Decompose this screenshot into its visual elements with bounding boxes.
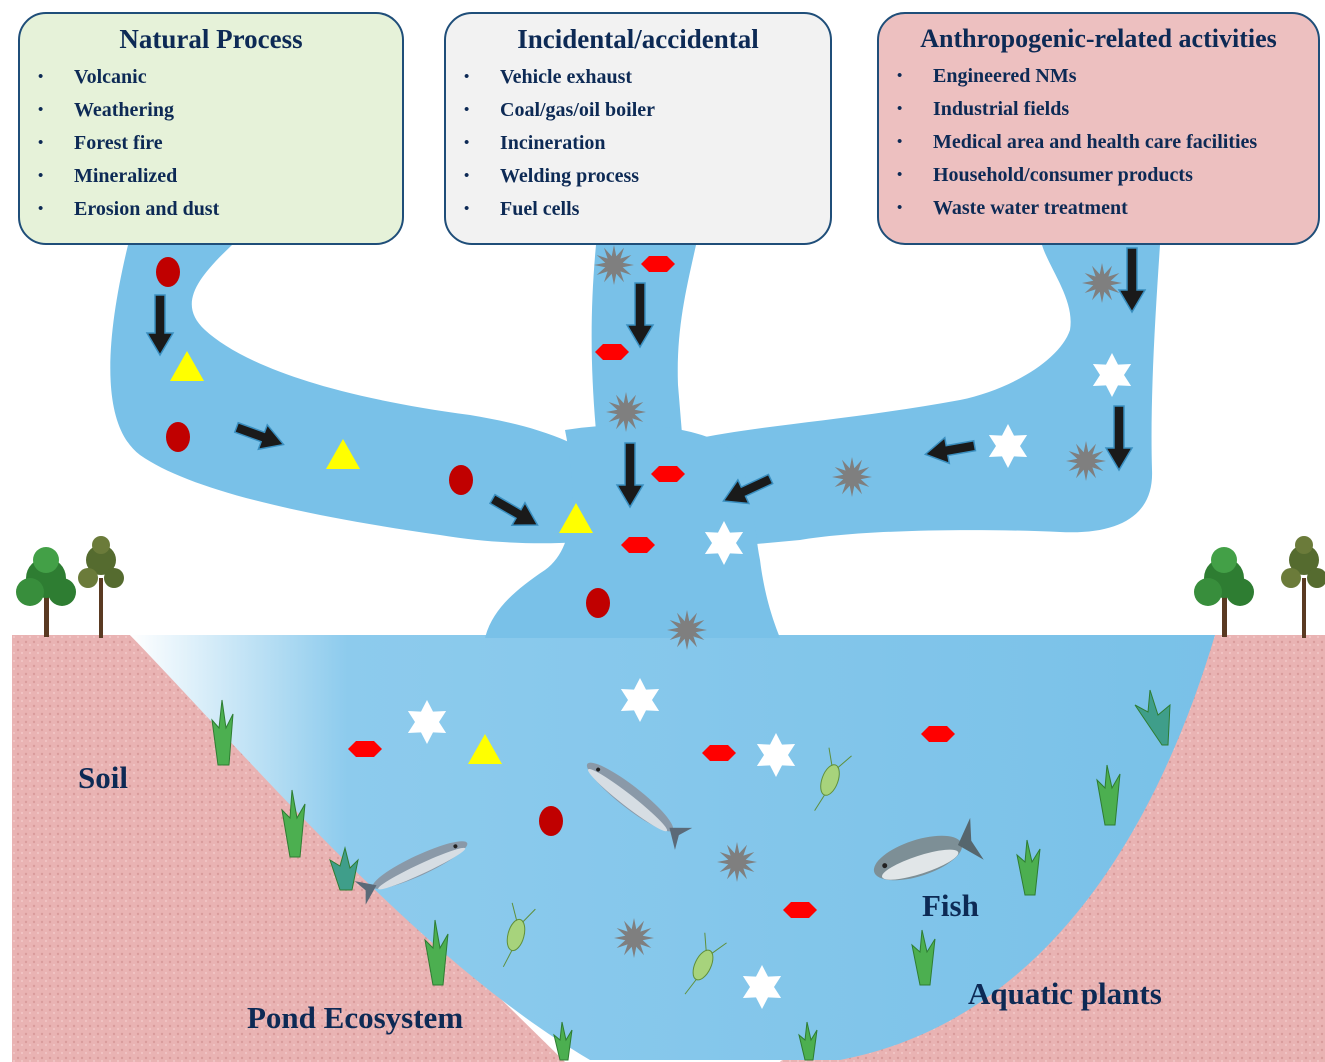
anthropogenic-activities-box: Anthropogenic-related activities Enginee…: [877, 12, 1320, 245]
red-circle-particle: [586, 588, 610, 618]
pond-ecosystem-label: Pond Ecosystem: [247, 1000, 463, 1036]
natural-process-box: Natural Process Volcanic Weathering Fore…: [18, 12, 404, 245]
soil-label: Soil: [78, 760, 128, 796]
red-circle-particle: [156, 257, 180, 287]
natural-process-item: Volcanic: [36, 61, 386, 94]
anthropogenic-activities-item: Industrial fields: [895, 93, 1302, 126]
natural-process-list: Volcanic Weathering Forest fire Minerali…: [36, 61, 386, 226]
natural-process-item: Weathering: [36, 94, 386, 127]
stream-natural: [110, 245, 612, 543]
anthropogenic-activities-item: Waste water treatment: [895, 192, 1302, 225]
red-circle-particle: [166, 422, 190, 452]
tree-group-left: [16, 536, 124, 638]
incidental-accidental-item: Incineration: [462, 127, 814, 160]
natural-process-item: Forest fire: [36, 127, 386, 160]
anthropogenic-activities-title: Anthropogenic-related activities: [895, 24, 1302, 54]
incidental-accidental-item: Welding process: [462, 160, 814, 193]
fish-label: Fish: [922, 888, 979, 924]
incidental-accidental-title: Incidental/accidental: [462, 24, 814, 55]
natural-process-item: Mineralized: [36, 160, 386, 193]
red-circle-particle: [539, 806, 563, 836]
incidental-accidental-item: Vehicle exhaust: [462, 61, 814, 94]
incidental-accidental-item: Coal/gas/oil boiler: [462, 94, 814, 127]
incidental-accidental-list: Vehicle exhaust Coal/gas/oil boiler Inci…: [462, 61, 814, 226]
tree-group-right: [1194, 536, 1325, 638]
incidental-accidental-box: Incidental/accidental Vehicle exhaust Co…: [444, 12, 832, 245]
natural-process-title: Natural Process: [36, 24, 386, 55]
anthropogenic-activities-list: Engineered NMs Industrial fields Medical…: [895, 60, 1302, 225]
aquatic-plants-label: Aquatic plants: [968, 976, 1162, 1012]
anthropogenic-activities-item: Engineered NMs: [895, 60, 1302, 93]
anthropogenic-activities-item: Household/consumer products: [895, 159, 1302, 192]
natural-process-item: Erosion and dust: [36, 193, 386, 226]
red-circle-particle: [449, 465, 473, 495]
incidental-accidental-item: Fuel cells: [462, 193, 814, 226]
anthropogenic-activities-item: Medical area and health care facilities: [895, 126, 1302, 159]
